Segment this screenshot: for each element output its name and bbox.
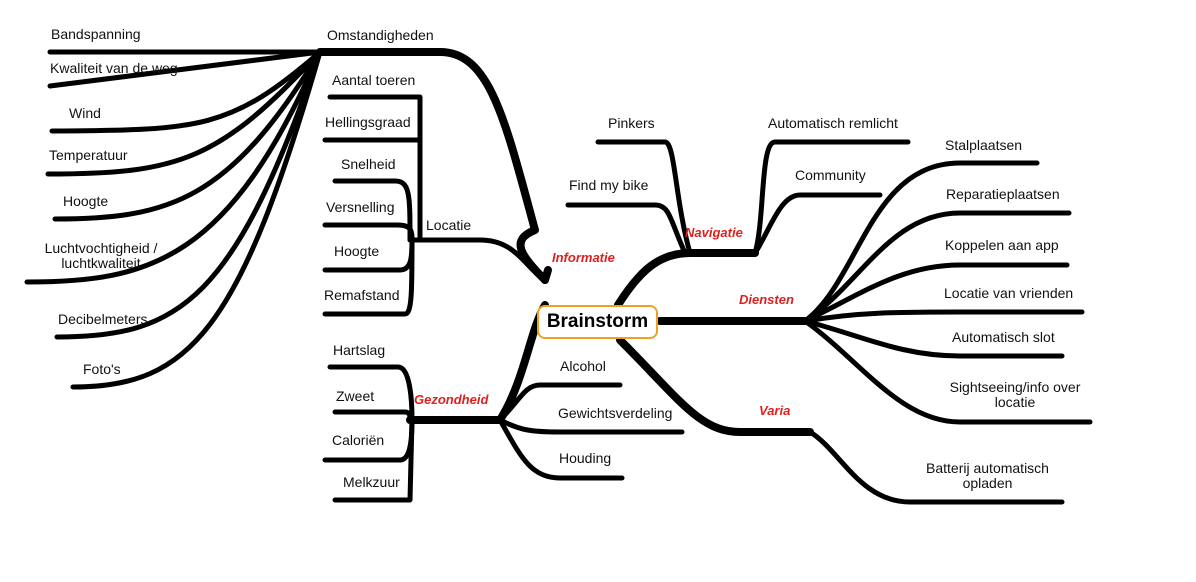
leaf-locatie-vrienden: Locatie van vrienden xyxy=(944,285,1074,301)
leaf-aantal-toeren: Aantal toeren xyxy=(332,72,416,88)
leaf-alcohol: Alcohol xyxy=(560,358,606,374)
leaf-sightseeing: Sightseeing/info over locatie xyxy=(935,380,1095,410)
leaf-find-my-bike: Find my bike xyxy=(569,177,649,193)
leaf-automatisch-slot: Automatisch slot xyxy=(952,329,1055,345)
leaf-hellingsgraad: Hellingsgraad xyxy=(325,114,411,130)
category-gezondheid: Gezondheid xyxy=(414,392,489,407)
category-diensten: Diensten xyxy=(739,292,794,307)
omstandigheden-title: Omstandigheden xyxy=(327,27,434,43)
leaf-stalplaatsen: Stalplaatsen xyxy=(945,137,1023,153)
leaf-snelheid: Snelheid xyxy=(341,156,396,172)
leaf-reparatieplaatsen: Reparatieplaatsen xyxy=(946,186,1060,202)
leaf-fotos: Foto's xyxy=(83,361,121,377)
leaf-koppelen-app: Koppelen aan app xyxy=(945,237,1059,253)
leaf-sightseeing-line1: Sightseeing/info over xyxy=(949,379,1081,395)
leaf-remafstand: Remafstand xyxy=(324,287,400,303)
leaf-zweet: Zweet xyxy=(336,388,375,404)
leaf-hoogte-locatie: Hoogte xyxy=(334,243,380,259)
leaf-houding: Houding xyxy=(559,450,612,466)
leaf-wind: Wind xyxy=(69,105,101,121)
locatie-title: Locatie xyxy=(426,217,472,233)
leaf-automatisch-remlicht: Automatisch remlicht xyxy=(768,115,898,131)
central-node: Brainstorm xyxy=(537,305,658,339)
leaf-versnelling: Versnelling xyxy=(326,199,395,215)
leaf-community: Community xyxy=(795,167,866,183)
leaf-luchtvochtigheid-line1: Luchtvochtigheid / xyxy=(44,240,158,256)
leaf-batterij-line1: Batterij automatisch xyxy=(926,460,1049,476)
leaf-gewichtsverdeling: Gewichtsverdeling xyxy=(558,405,673,421)
leaf-calorien: Caloriën xyxy=(332,432,385,448)
leaf-hoogte-omst: Hoogte xyxy=(63,193,109,209)
leaf-sightseeing-line2: locatie xyxy=(994,394,1036,410)
leaf-luchtvochtigheid: Luchtvochtigheid / luchtkwaliteit xyxy=(36,241,166,271)
leaf-hartslag: Hartslag xyxy=(333,342,386,358)
leaf-kwaliteit-weg: Kwaliteit van de weg xyxy=(50,60,178,76)
category-navigatie: Navigatie xyxy=(685,225,743,240)
leaf-pinkers: Pinkers xyxy=(608,115,655,131)
category-informatie: Informatie xyxy=(552,250,615,265)
category-varia: Varia xyxy=(759,403,791,418)
leaf-decibelmeters: Decibelmeters xyxy=(58,311,148,327)
leaf-temperatuur: Temperatuur xyxy=(49,147,128,163)
leaf-batterij: Batterij automatisch opladen xyxy=(910,461,1065,491)
leaf-bandspanning: Bandspanning xyxy=(51,26,141,42)
leaf-luchtvochtigheid-line2: luchtkwaliteit xyxy=(61,255,141,271)
leaf-batterij-line2: opladen xyxy=(962,475,1013,491)
leaf-melkzuur: Melkzuur xyxy=(343,474,400,490)
